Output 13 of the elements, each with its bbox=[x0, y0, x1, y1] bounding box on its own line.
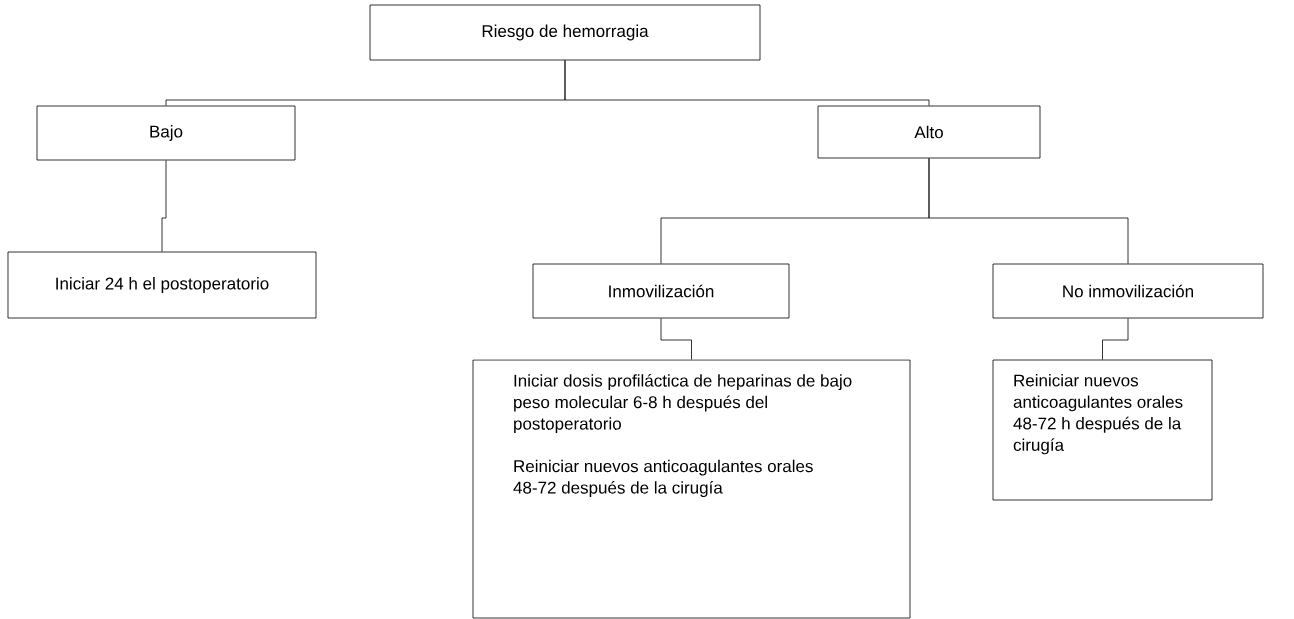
flow-box: Alto bbox=[817, 105, 1041, 159]
flow-box: Iniciar 24 h el postoperatorio bbox=[7, 251, 317, 319]
flow-box: Reiniciar nuevos anticoagulantes orales 48-72 h después de la cirugía bbox=[992, 359, 1213, 501]
connector-line bbox=[660, 318, 692, 360]
connector-line bbox=[1102, 318, 1129, 360]
connector-line bbox=[928, 158, 1129, 264]
flow-box: Bajo bbox=[36, 105, 296, 161]
flow-box: Inmovilización bbox=[532, 263, 790, 319]
connector-line bbox=[564, 60, 930, 106]
flow-box: Riesgo de hemorragia bbox=[369, 4, 761, 61]
flow-box: No inmovilización bbox=[992, 263, 1264, 319]
flow-box: Iniciar dosis profiláctica de heparinas de bajo peso molecular 6-8 h después del postoperatorio Reiniciar nuevos anticoagulantes orales 48-72 después de la cirugía bbox=[472, 359, 911, 619]
connector-line bbox=[161, 160, 167, 252]
